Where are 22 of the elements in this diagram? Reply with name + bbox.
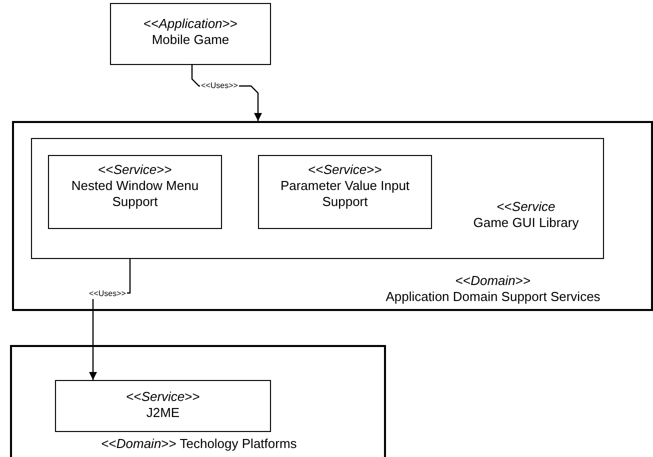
node-label: <<Domain>> Techology Platforms bbox=[101, 436, 297, 452]
service-box bbox=[48, 155, 222, 229]
domain-box bbox=[10, 345, 386, 457]
node-label: Mobile Game bbox=[152, 32, 230, 48]
service-group-box bbox=[31, 138, 604, 259]
stereotype-label: <<Domain>> bbox=[455, 273, 531, 289]
node-label: Nested Window Menu Support bbox=[70, 178, 200, 210]
node-label: Application Domain Support Services bbox=[386, 289, 600, 305]
edge-label: <<Uses>> bbox=[200, 81, 239, 91]
node-label: Game GUI Library bbox=[473, 215, 579, 231]
node-label: Parameter Value Input Support bbox=[279, 178, 411, 210]
service-box bbox=[55, 380, 271, 432]
edge-label: <<Uses>> bbox=[88, 289, 127, 299]
application-box bbox=[110, 3, 271, 65]
node-label: J2ME bbox=[146, 405, 180, 421]
stereotype-label: <<Service bbox=[496, 199, 556, 215]
domain-box bbox=[12, 121, 653, 311]
stereotype-label: <<Service>> bbox=[308, 162, 382, 178]
service-box bbox=[258, 155, 432, 229]
stereotype-label: <<Service>> bbox=[98, 162, 172, 178]
stereotype-label: <<Service>> bbox=[126, 389, 200, 405]
stereotype-label: <<Application>> bbox=[144, 16, 238, 32]
